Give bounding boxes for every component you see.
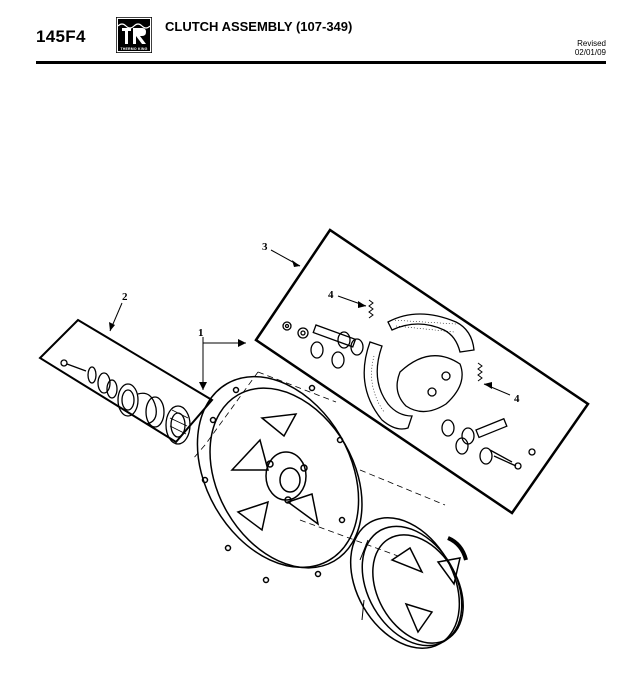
revised-label: Revised <box>577 39 606 48</box>
page-title: CLUTCH ASSEMBLY (107-349) <box>165 19 353 34</box>
callout-1: 1 <box>198 327 204 339</box>
bearing-group-box <box>38 318 214 444</box>
callout-2: 2 <box>122 291 128 303</box>
callout-4b: 4 <box>514 393 520 405</box>
bearing-parts <box>60 359 191 445</box>
logo-text: THERMO KING <box>120 47 148 51</box>
callout-3: 3 <box>262 241 268 253</box>
page-number: 145F4 <box>36 27 86 46</box>
revised-date: 02/01/09 <box>574 48 606 57</box>
callout-4a: 4 <box>328 289 334 301</box>
shoe-parts <box>282 299 536 470</box>
shoe-group-box <box>254 228 590 515</box>
clutch-drum <box>349 517 468 649</box>
drive-plate <box>196 375 363 584</box>
centerline-dashes <box>191 371 446 557</box>
header-rule <box>36 61 606 64</box>
revision-info: Revised 02/01/09 <box>575 39 606 57</box>
